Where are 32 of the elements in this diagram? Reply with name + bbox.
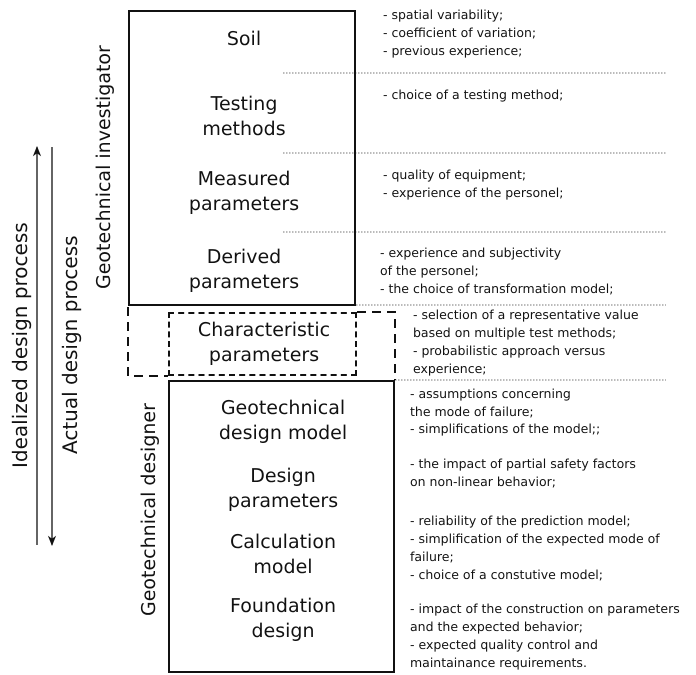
stage-label: Testing methods: [201, 92, 287, 142]
note-text: - simplifications of the model;;: [410, 420, 602, 438]
note-text: - the impact of partial safety factors on non-linear behavior;: [410, 455, 637, 491]
note-text: - expected quality control and maintainance requirements.: [410, 636, 599, 672]
process-label: Actual design process: [58, 234, 83, 456]
note-text: - choice of a testing method;: [383, 86, 564, 104]
stage-label: Measured parameters: [188, 167, 300, 217]
role-heading: Geotechnical investigator: [92, 44, 116, 291]
note-text: - choice of a constutive model;: [410, 566, 604, 584]
stage-label: Soil: [226, 27, 262, 52]
stage-label: Design parameters: [226, 464, 340, 514]
note-text: - quality of equipment;: [383, 166, 528, 184]
note-text: - selection of a representative value based on multiple test methods;: [413, 306, 640, 342]
process-label: Idealized design process: [8, 221, 33, 470]
stage-label: Derived parameters: [188, 245, 300, 295]
note-text: - assumptions concerning the mode of failure;: [410, 385, 572, 421]
note-text: - impact of the construction on parameters and the expected behavior;: [410, 600, 681, 636]
role-heading: Geotechnical designer: [137, 402, 161, 618]
note-text: - previous experience;: [383, 42, 524, 60]
note-text: - probabilistic approach versus experience;: [413, 342, 606, 378]
note-text: - spatial variability;: [383, 6, 504, 24]
stage-label: Characteristic parameters: [196, 318, 332, 368]
note-text: - simplification of the expected mode of failure;: [410, 530, 661, 566]
note-text: - the choice of transformation model;: [380, 280, 614, 298]
stage-label: Foundation design: [228, 594, 338, 644]
note-text: - experience of the personel;: [383, 184, 564, 202]
stage-label: Calculation model: [229, 530, 337, 580]
note-text: - reliability of the prediction model;: [410, 512, 632, 530]
note-text: - coefficient of variation;: [383, 24, 538, 42]
stage-label: Geotechnical design model: [218, 396, 348, 446]
note-text: - experience and subjectivity of the personel;: [380, 244, 562, 280]
dashed-box: [168, 312, 357, 376]
